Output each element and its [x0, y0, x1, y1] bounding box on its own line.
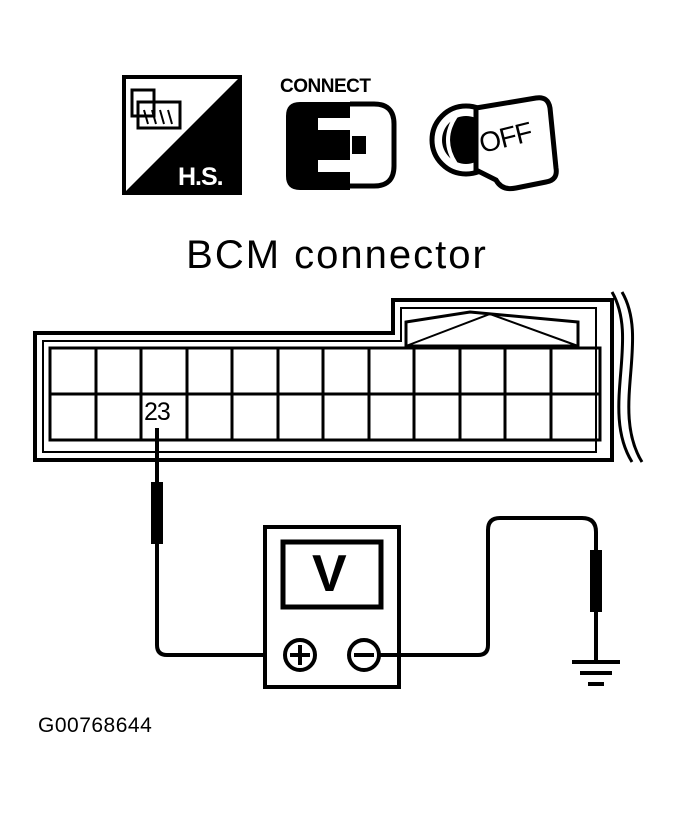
connect-label: CONNECT [280, 76, 371, 97]
connect-icon [286, 101, 397, 190]
diagram-title: BCM connector [186, 233, 488, 277]
pin-23-label: 23 [144, 398, 171, 426]
positive-probe-lead [151, 428, 282, 657]
voltmeter-label: V [312, 545, 347, 603]
bcm-connector [33, 291, 644, 463]
negative-probe-lead [379, 516, 602, 662]
negative-terminal [347, 638, 381, 672]
ground-symbol [572, 660, 620, 686]
positive-terminal [283, 638, 317, 672]
figure-id: G00768644 [38, 714, 153, 737]
voltmeter [263, 525, 401, 689]
ignition-off-icon [429, 95, 559, 192]
harness-label: H.S. [178, 163, 224, 191]
harness-icon [122, 75, 242, 195]
